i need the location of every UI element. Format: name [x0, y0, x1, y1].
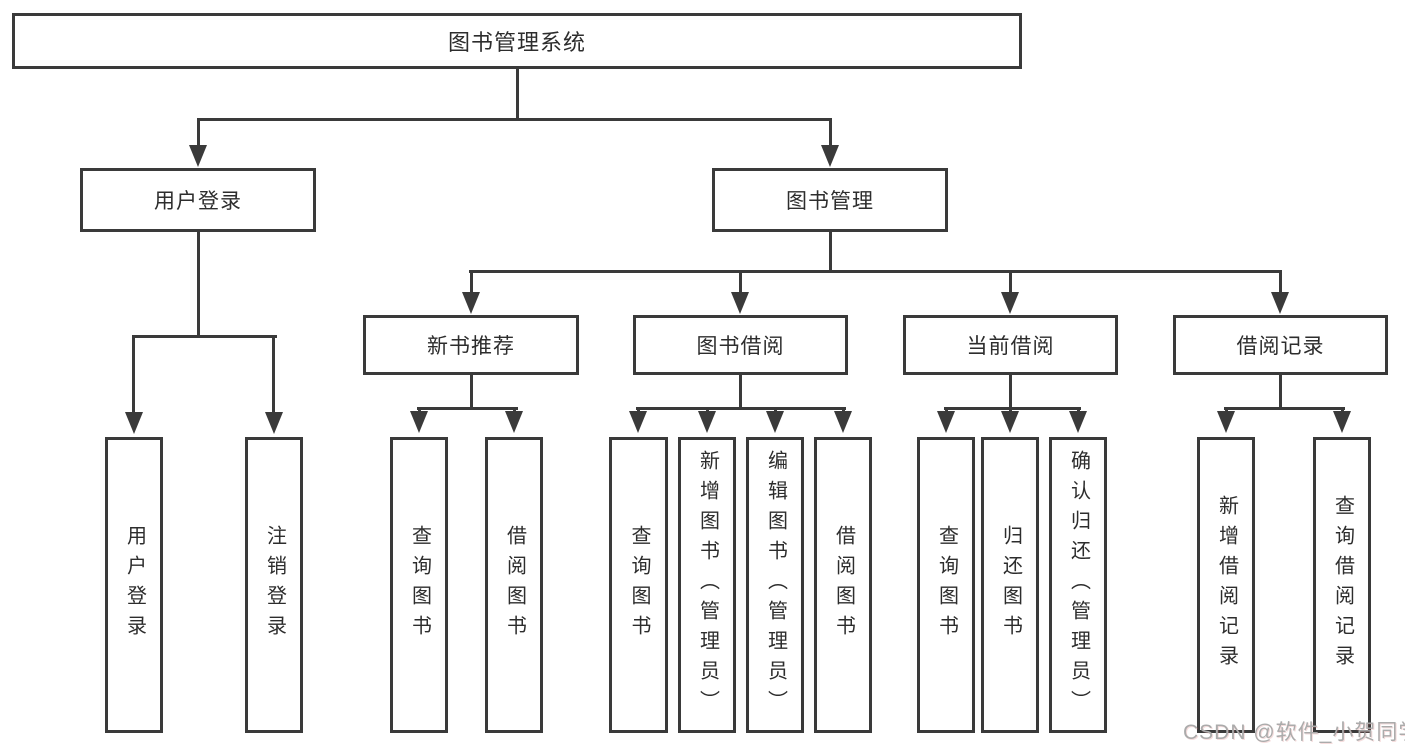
leaf-nb-borrow-books: 借阅图书	[485, 437, 543, 733]
arrowhead-down-icon	[766, 411, 784, 433]
node-current-borrowing: 当前借阅	[903, 315, 1118, 375]
connector-line	[1279, 270, 1282, 294]
arrowhead-down-icon	[1001, 411, 1019, 433]
connector-line	[132, 335, 277, 338]
node-root: 图书管理系统	[12, 13, 1022, 69]
leaf-br-add-record: 新增借阅记录	[1197, 437, 1255, 733]
arrowhead-down-icon	[125, 412, 143, 434]
connector-line	[516, 69, 519, 121]
arrowhead-down-icon	[505, 411, 523, 433]
connector-line	[417, 407, 518, 410]
arrowhead-down-icon	[1217, 411, 1235, 433]
leaf-bb-add-books-admin: 新增图书（管理员）	[678, 437, 736, 733]
watermark: CSDN @软件_小贺同学	[1183, 721, 1405, 744]
connector-line	[944, 407, 1081, 410]
connector-line	[829, 232, 832, 273]
connector-line	[469, 270, 1282, 273]
connector-line	[470, 270, 473, 294]
arrowhead-down-icon	[1069, 411, 1087, 433]
arrowhead-down-icon	[1001, 292, 1019, 314]
leaf-logout: 注销登录	[245, 437, 303, 733]
connector-line	[829, 118, 832, 147]
node-book-management: 图书管理	[712, 168, 948, 232]
connector-line	[739, 375, 742, 409]
arrowhead-down-icon	[265, 412, 283, 434]
connector-line	[739, 270, 742, 294]
connector-line	[197, 118, 832, 121]
node-borrowing-records: 借阅记录	[1173, 315, 1388, 375]
arrowhead-down-icon	[698, 411, 716, 433]
arrowhead-down-icon	[834, 411, 852, 433]
connector-line	[1224, 407, 1345, 410]
connector-line	[197, 232, 200, 338]
connector-line	[470, 375, 473, 409]
arrowhead-down-icon	[1271, 292, 1289, 314]
arrowhead-down-icon	[410, 411, 428, 433]
arrowhead-down-icon	[1333, 411, 1351, 433]
arrowhead-down-icon	[629, 411, 647, 433]
arrowhead-down-icon	[189, 145, 207, 167]
connector-line	[1009, 375, 1012, 409]
arrowhead-down-icon	[821, 145, 839, 167]
connector-line	[636, 407, 846, 410]
connector-line	[1279, 375, 1282, 409]
leaf-user-login: 用户登录	[105, 437, 163, 733]
leaf-bb-borrow-books: 借阅图书	[814, 437, 872, 733]
connector-line	[272, 335, 275, 414]
arrowhead-down-icon	[937, 411, 955, 433]
leaf-cb-query-books: 查询图书	[917, 437, 975, 733]
node-user-login: 用户登录	[80, 168, 316, 232]
connector-line	[197, 118, 200, 147]
leaf-bb-edit-books-admin: 编辑图书（管理员）	[746, 437, 804, 733]
leaf-bb-query-books: 查询图书	[609, 437, 668, 733]
arrowhead-down-icon	[731, 292, 749, 314]
connector-line	[132, 335, 135, 414]
arrowhead-down-icon	[462, 292, 480, 314]
leaf-nb-query-books: 查询图书	[390, 437, 448, 733]
leaf-cb-confirm-return-admin: 确认归还（管理员）	[1049, 437, 1107, 733]
leaf-br-query-record: 查询借阅记录	[1313, 437, 1371, 733]
connector-line	[1009, 270, 1012, 294]
node-book-borrowing: 图书借阅	[633, 315, 848, 375]
leaf-cb-return-books: 归还图书	[981, 437, 1039, 733]
node-new-book-recommend: 新书推荐	[363, 315, 579, 375]
